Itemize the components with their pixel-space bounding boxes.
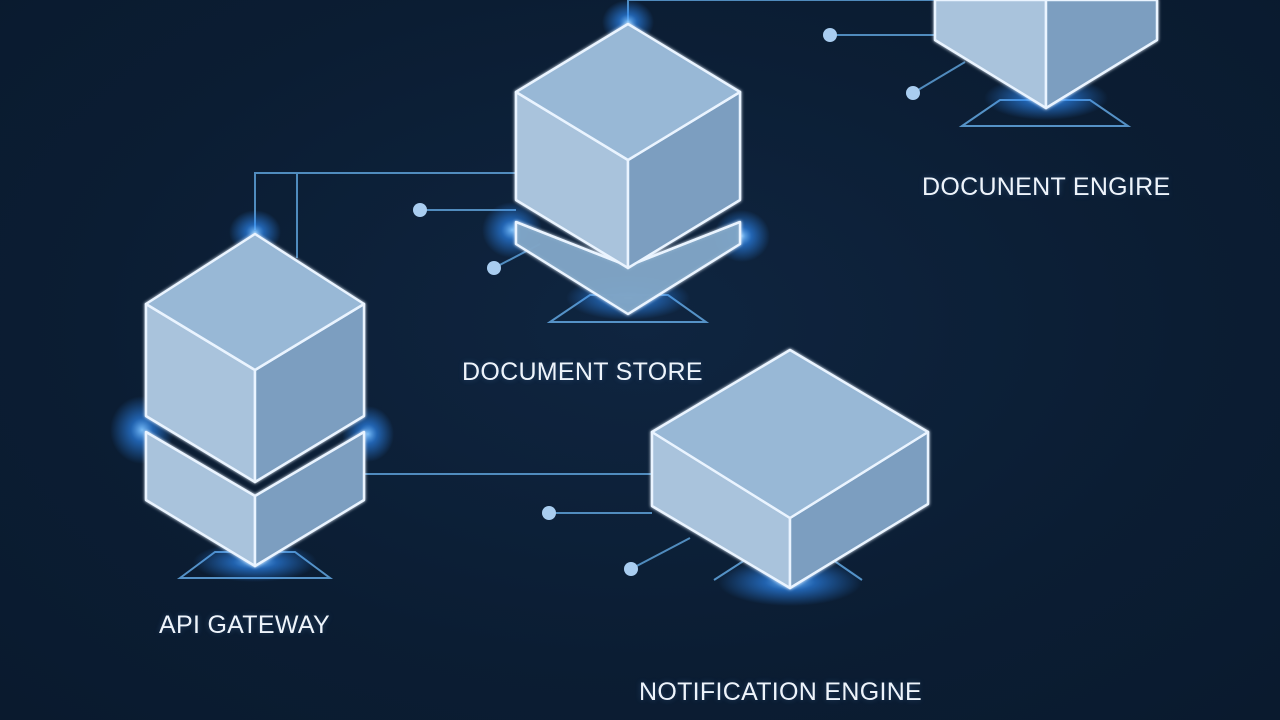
dot — [487, 261, 501, 275]
dot — [624, 562, 638, 576]
tick-engine-2 — [912, 61, 966, 94]
notify-box-top — [650, 348, 930, 520]
dot — [413, 203, 427, 217]
store-cube-top — [514, 22, 742, 162]
cubes — [144, 0, 1159, 590]
dot — [823, 28, 837, 42]
edge-store-to-engine — [627, 0, 935, 22]
gateway-cube-top — [144, 232, 366, 372]
dot — [542, 506, 556, 520]
label-document-store: DOCUMENT STORE — [462, 358, 703, 386]
label-api-gateway: API GATEWAY — [159, 611, 330, 639]
gateway-lower-right — [253, 430, 366, 568]
label-document-engine: DOCUNENT ENGIRE — [922, 173, 1171, 201]
node-api-gateway — [144, 232, 366, 568]
tick-notify-2 — [630, 537, 691, 570]
label-notification-engine: NOTIFICATION ENGINE — [639, 678, 923, 706]
node-document-engine — [933, 0, 1159, 110]
dot — [906, 86, 920, 100]
node-notification-engine — [650, 348, 930, 590]
node-document-store — [514, 22, 742, 316]
edge-gateway-to-store — [254, 172, 516, 230]
connector-dots — [413, 28, 920, 576]
engine-cube-right — [1044, 0, 1159, 110]
